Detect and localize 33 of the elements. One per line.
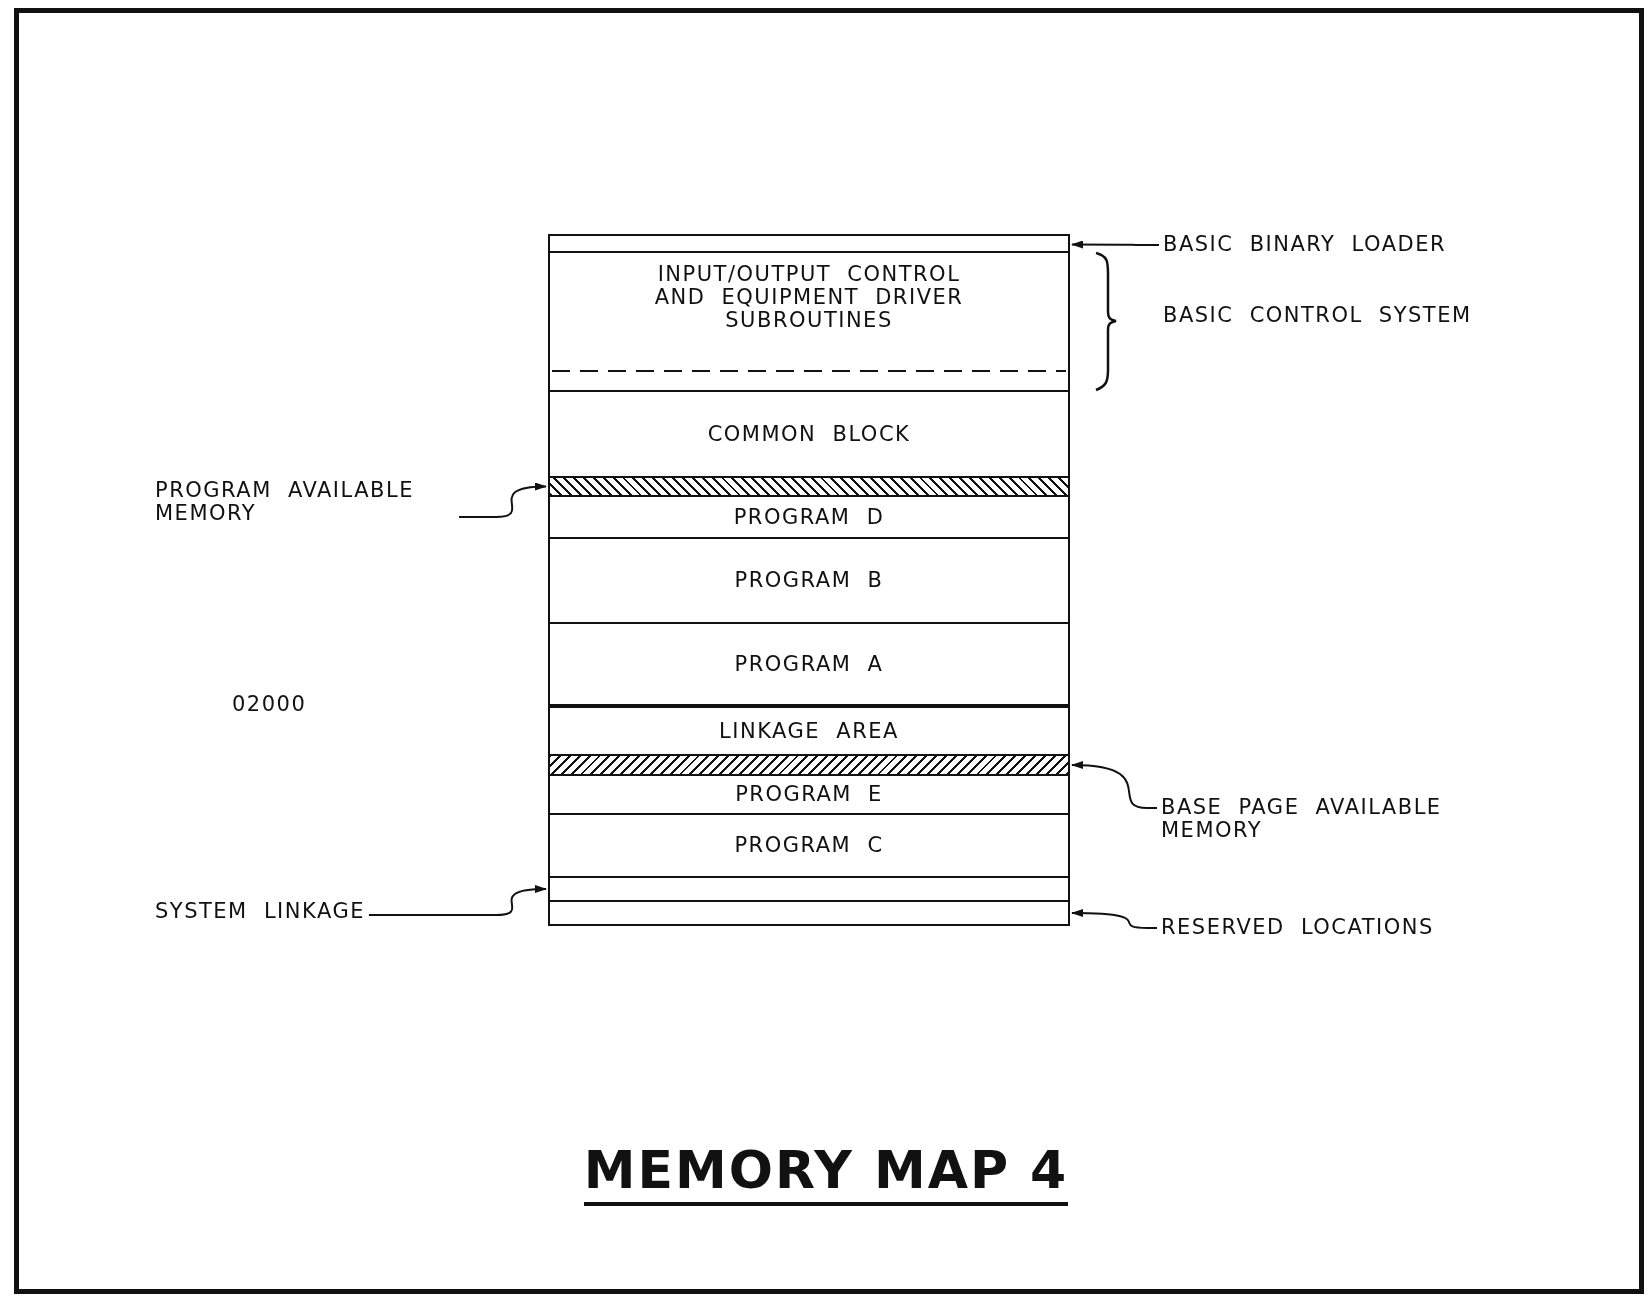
leader-arrow: [1071, 909, 1158, 929]
memory-region: [548, 706, 1070, 756]
callout-label: PROGRAM AVAILABLE MEMORY: [155, 479, 455, 525]
memory-region: [548, 622, 1070, 706]
callout-label: RESERVED LOCATIONS: [1161, 916, 1434, 939]
memory-region: [548, 537, 1070, 624]
memory-region: [548, 495, 1070, 539]
hatched-band: [548, 754, 1070, 776]
leader-arrow: [367, 885, 547, 916]
leader-arrow: [458, 483, 547, 518]
region-label: PROGRAM A: [733, 652, 885, 676]
region-label: PROGRAM B: [733, 569, 885, 592]
hatched-band: [548, 476, 1070, 497]
memory-region: [548, 390, 1070, 478]
memory-region: [548, 774, 1070, 815]
region-label: INPUT/OUTPUT CONTROL AND EQUIPMENT DRIVER SUBROUTINES: [653, 263, 965, 332]
memory-band: [548, 900, 1070, 926]
memory-region: [548, 251, 1070, 392]
bracket-label: BASIC CONTROL SYSTEM: [1163, 303, 1472, 327]
callout-label: BASIC BINARY LOADER: [1163, 233, 1447, 256]
callout-label: BASE PAGE AVAILABLE MEMORY: [1161, 796, 1481, 842]
callout-label: SYSTEM LINKAGE: [155, 900, 365, 923]
address-label: 02000: [232, 692, 307, 716]
diagram-title: MEMORY MAP 4: [583, 1140, 1069, 1206]
leader-arrow: [1071, 240, 1160, 249]
region-label: COMMON BLOCK: [706, 422, 912, 446]
leader-arrow: [1071, 761, 1158, 809]
memory-region: [548, 813, 1070, 878]
region-label: PROGRAM E: [734, 783, 884, 806]
memory-band: [548, 876, 1070, 902]
region-label: PROGRAM D: [732, 505, 886, 529]
region-label: PROGRAM C: [733, 834, 885, 857]
region-label: LINKAGE AREA: [718, 719, 900, 743]
